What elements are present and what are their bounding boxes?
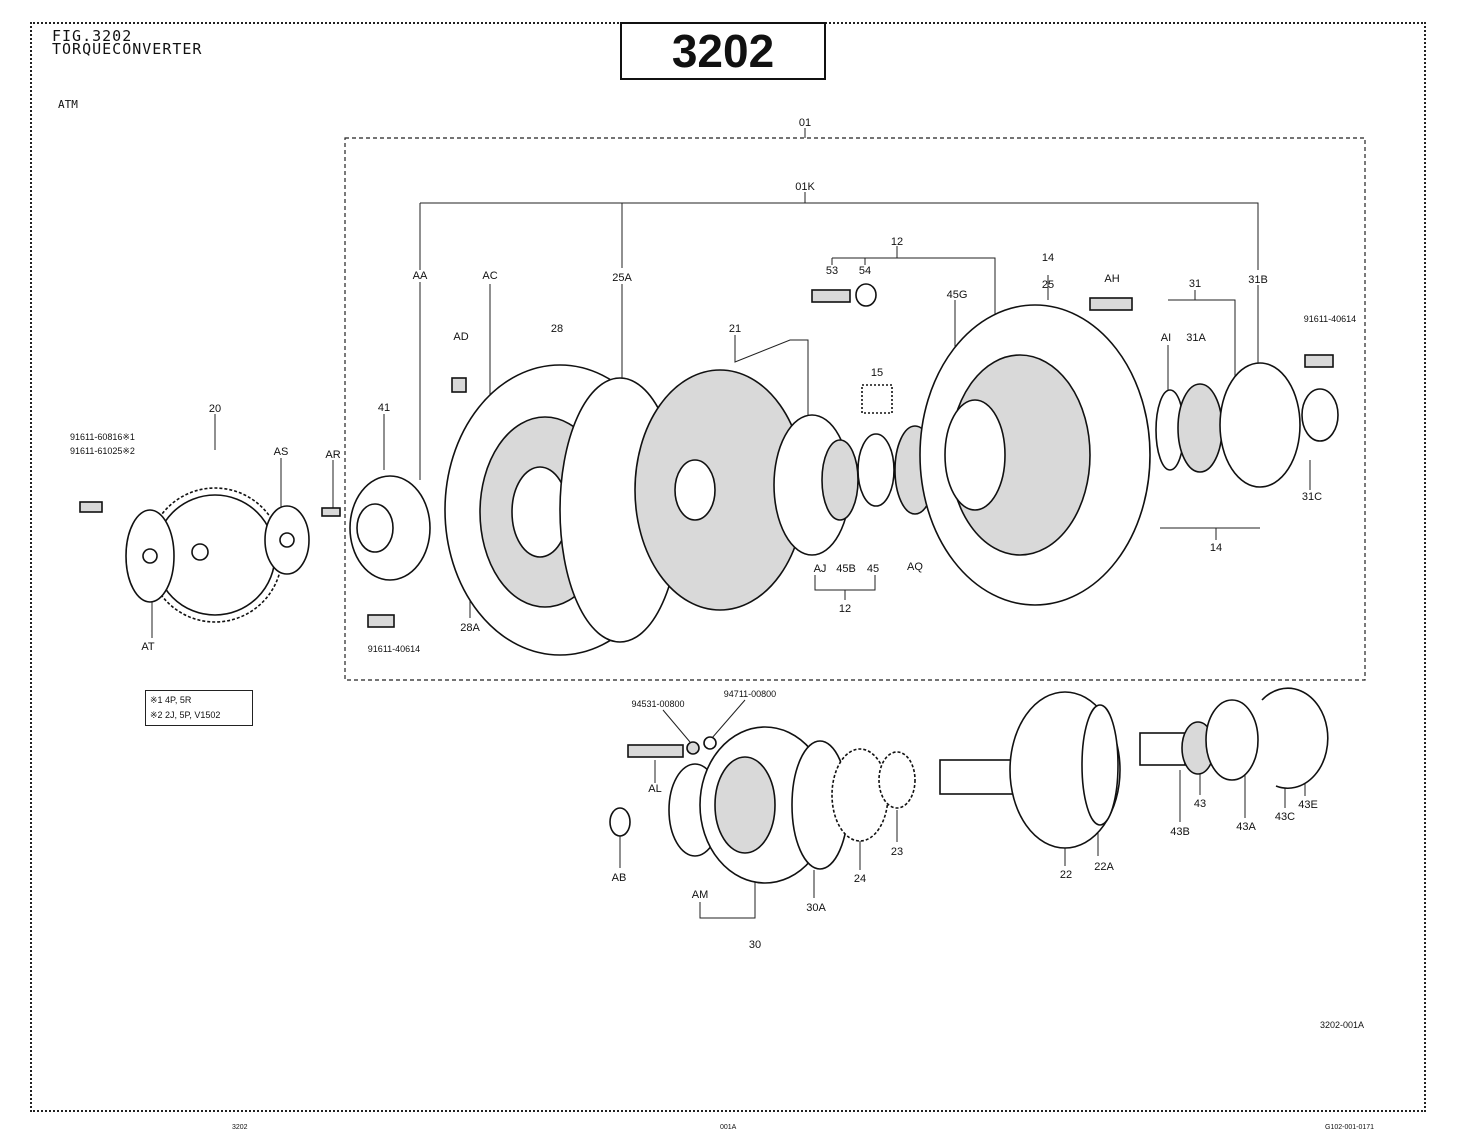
callout-22: 22 [1060, 869, 1072, 881]
figure-number-label: FIG.3202 [52, 27, 133, 45]
callout-am: AM [692, 889, 709, 901]
drawing-reference: 3202-001A [1320, 1020, 1365, 1030]
callout-23: 23 [891, 846, 903, 858]
callout-30: 30 [749, 939, 761, 951]
callout-15: 15 [871, 367, 883, 379]
callout-ad: AD [453, 331, 468, 343]
callout-01: 01 [799, 117, 811, 129]
callout-30a: 30A [806, 902, 826, 914]
bearing-43a [1205, 699, 1259, 781]
legend-line-1: ※1 4P, 5R [150, 695, 192, 705]
section-label: ATM [58, 98, 78, 111]
callout-aa: AA [413, 270, 428, 282]
legend-line-2: ※2 2J, 5P, V1502 [150, 710, 221, 720]
callout-ai: AI [1161, 332, 1171, 344]
housing-31b [1219, 362, 1301, 488]
callout-43e: 43E [1298, 799, 1318, 811]
callout-31b: 31B [1248, 274, 1268, 286]
ring-ab [609, 807, 631, 837]
callout-ac: AC [482, 270, 497, 282]
callout-45: 45 [867, 563, 879, 575]
figure-name-label: TORQUECONVERTER [52, 40, 203, 58]
stator-45b [821, 439, 859, 521]
sleeve-43b [1139, 732, 1186, 766]
seal-ring-22a [1081, 704, 1119, 826]
callout-20: 20 [209, 403, 221, 415]
washer-94711-00800 [703, 736, 717, 750]
callout-14-top: 14 [1042, 252, 1054, 264]
callout-washer-94531-00800: 94531-00800 [631, 699, 684, 709]
spring-53 [811, 289, 851, 303]
callout-45b: 45B [836, 563, 856, 575]
callout-28: 28 [551, 323, 563, 335]
callout-12-top: 12 [891, 236, 903, 248]
callout-at: AT [141, 641, 155, 653]
callout-bolt-91611-40614-lower: 91611-40614 [368, 644, 420, 654]
callout-21: 21 [729, 323, 741, 335]
footer-center: 001A [720, 1124, 737, 1131]
footer-left: 3202 [232, 1124, 248, 1131]
callout-28a: 28A [460, 622, 480, 634]
legend-box: ※1 4P, 5R ※2 2J, 5P, V1502 [145, 690, 253, 726]
cap-54 [855, 283, 877, 307]
callout-43b: 43B [1170, 826, 1190, 838]
assembly-01k-bracket [420, 202, 1259, 270]
callout-31c: 31C [1302, 491, 1322, 503]
bolt-91611-60816 [79, 501, 103, 513]
callout-12-bottom: 12 [839, 603, 851, 615]
callout-43c: 43C [1275, 811, 1295, 823]
callout-14-bottom: 14 [1210, 542, 1222, 554]
callout-22a: 22A [1094, 861, 1114, 873]
boss-31c [1301, 388, 1339, 442]
bolt-ah [1089, 297, 1133, 311]
callout-aj: AJ [814, 563, 827, 575]
callout-ar: AR [325, 449, 340, 461]
callout-as: AS [274, 446, 289, 458]
drive-gear-23 [878, 751, 916, 809]
bearing-31a [1177, 383, 1223, 473]
callout-43: 43 [1194, 798, 1206, 810]
callout-31: 31 [1189, 278, 1201, 290]
assembly-01-bracket [344, 137, 1366, 681]
callout-al: AL [648, 783, 661, 795]
callout-31a: 31A [1186, 332, 1206, 344]
thrust-45 [857, 433, 895, 507]
figure-title: FIG.3202 TORQUECONVERTER [52, 27, 203, 58]
callout-01k: 01K [795, 181, 815, 193]
page-number-box: 3202 [620, 22, 826, 80]
callout-54: 54 [859, 265, 871, 277]
pin-ar [321, 507, 341, 517]
callout-41: 41 [378, 402, 390, 414]
callout-washer-94711-00800: 94711-00800 [724, 689, 776, 699]
callout-25a: 25A [612, 272, 632, 284]
callout-bolt-91611-60816: 91611-60816※1 [70, 432, 135, 442]
callout-ah: AH [1104, 273, 1119, 285]
nut-ad [451, 377, 467, 393]
bolt-91611-40614-upper [1304, 354, 1334, 368]
callout-53: 53 [826, 265, 838, 277]
callout-bolt-91611-61025: 91611-61025※2 [70, 446, 135, 456]
washer-94531-00800 [686, 741, 700, 755]
clip-set-15 [861, 384, 893, 414]
callout-aq: AQ [907, 561, 923, 573]
snap-ring-43e [1261, 687, 1329, 789]
driven-gear-24 [831, 748, 889, 842]
bolt-al [627, 744, 684, 758]
bolt-91611-40614-lower [367, 614, 395, 628]
callout-ab: AB [612, 872, 627, 884]
footer-right: G102-001-0171 [1325, 1124, 1375, 1131]
callout-43a: 43A [1236, 821, 1256, 833]
callout-24: 24 [854, 873, 866, 885]
callout-bolt-91611-40614-upper: 91611-40614 [1304, 314, 1356, 324]
callout-45g: 45G [947, 289, 968, 301]
callout-25: 25 [1042, 279, 1054, 291]
